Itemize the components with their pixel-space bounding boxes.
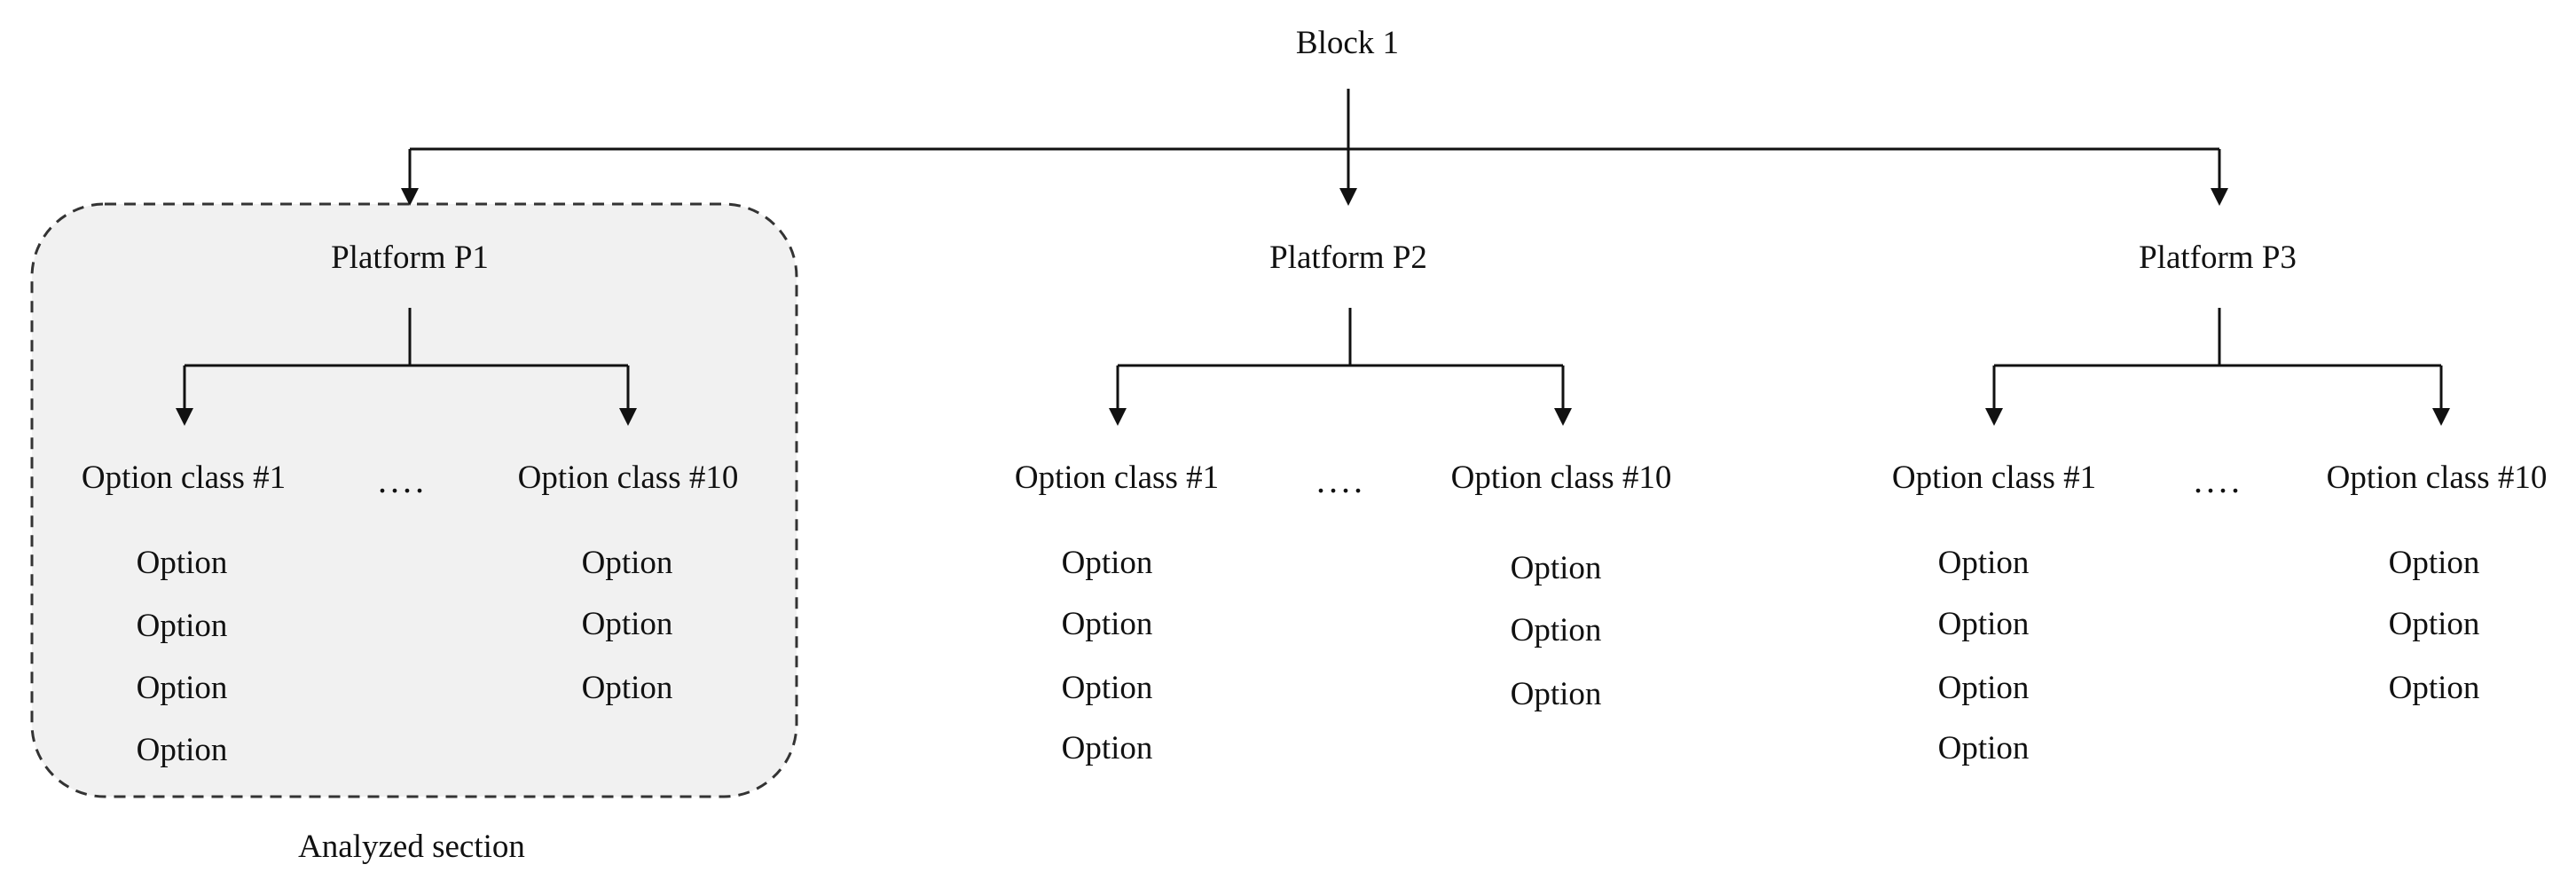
platform-p2: Platform P2 Option class #1 .... Option …: [1015, 240, 1671, 766]
p3-c1-option: Option: [1938, 545, 2030, 581]
arrow-to-p2: [1339, 188, 1357, 206]
arrow-to-p1: [401, 188, 419, 206]
p2-option-class-1-label: Option class #1: [1015, 460, 1219, 496]
p3-c1-option: Option: [1938, 606, 2030, 642]
p2-c10-option: Option: [1511, 550, 1602, 586]
platform-p3-label: Platform P3: [2139, 240, 2297, 276]
p2-c1-option: Option: [1062, 545, 1153, 581]
p3-c10-option: Option: [2389, 545, 2480, 581]
root-label: Block 1: [1296, 25, 1399, 61]
arrow-p1-class10: [619, 408, 637, 426]
p3-ellipsis: ....: [2194, 460, 2243, 500]
p1-c1-option: Option: [137, 545, 228, 581]
p3-c1-option: Option: [1938, 730, 2030, 766]
p3-c1-option: Option: [1938, 670, 2030, 706]
platform-p2-label: Platform P2: [1269, 240, 1427, 276]
arrow-p3-class1: [1985, 408, 2003, 426]
arrow-p2-class1: [1109, 408, 1127, 426]
platform-p1: Platform P1 Option class #1 .... Option …: [82, 240, 738, 768]
p2-ellipsis: ....: [1316, 460, 1366, 500]
p1-c1-option: Option: [137, 732, 228, 768]
p3-c10-option: Option: [2389, 670, 2480, 706]
p1-c10-option: Option: [582, 545, 673, 581]
p2-c1-option: Option: [1062, 606, 1153, 642]
p1-option-class-10-label: Option class #10: [518, 460, 739, 496]
p2-c10-option: Option: [1511, 676, 1602, 712]
p2-c1-option: Option: [1062, 730, 1153, 766]
p1-ellipsis: ....: [378, 460, 428, 500]
p3-c10-option: Option: [2389, 606, 2480, 642]
arrow-p2-class10: [1554, 408, 1572, 426]
p1-c1-option: Option: [137, 670, 228, 706]
analyzed-section-caption: Analyzed section: [298, 829, 525, 865]
p1-c10-option: Option: [582, 670, 673, 706]
analyzed-section-box: [30, 202, 798, 798]
p3-option-class-1-label: Option class #1: [1892, 460, 2096, 496]
p1-option-class-1-label: Option class #1: [82, 460, 286, 496]
root-connectors: [401, 89, 2228, 206]
arrow-p3-class10: [2432, 408, 2450, 426]
platform-p3: Platform P3 Option class #1 .... Option …: [1892, 240, 2547, 766]
p2-c1-option: Option: [1062, 670, 1153, 706]
arrow-to-p3: [2211, 188, 2228, 206]
platform-p1-label: Platform P1: [331, 240, 489, 276]
p2-option-class-10-label: Option class #10: [1451, 460, 1672, 496]
p2-c10-option: Option: [1511, 612, 1602, 648]
p1-c1-option: Option: [137, 608, 228, 644]
p1-c10-option: Option: [582, 606, 673, 642]
arrow-p1-class1: [176, 408, 193, 426]
p3-option-class-10-label: Option class #10: [2327, 460, 2548, 496]
